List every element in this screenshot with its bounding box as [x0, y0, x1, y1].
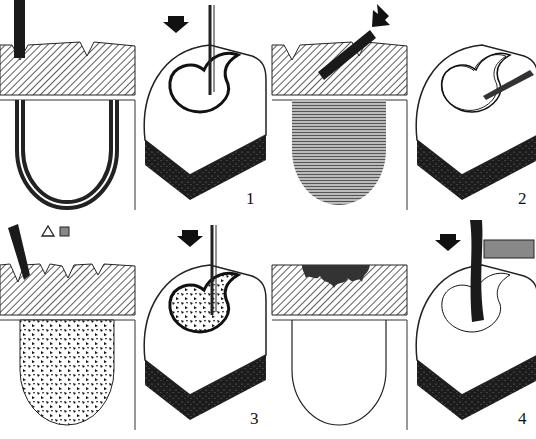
panel-3 [0, 224, 266, 430]
panel-4 [272, 220, 536, 430]
callout-number: 4 [518, 410, 527, 427]
callout-number: 2 [518, 190, 527, 207]
panel-2 [272, 4, 536, 210]
callout-number: 3 [250, 410, 259, 427]
callout-number: 1 [246, 190, 255, 207]
panel-1 [0, 0, 266, 210]
